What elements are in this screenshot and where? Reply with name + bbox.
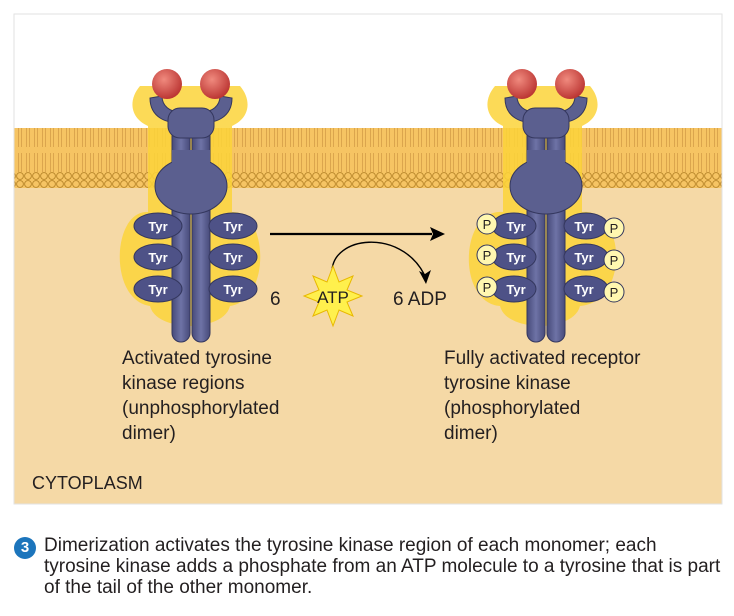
- svg-text:Tyr: Tyr: [574, 219, 593, 234]
- cytoplasm-label: CYTOPLASM: [32, 473, 143, 493]
- atp-label: ATP: [317, 288, 349, 307]
- diagram-frame: [13, 13, 723, 505]
- right-receptor-dimer: Tyr P Tyr P Tyr P Tyr P Tyr P: [468, 69, 625, 343]
- svg-text:(phosphorylated: (phosphorylated: [444, 398, 580, 419]
- svg-text:(unphosphorylated: (unphosphorylated: [122, 398, 279, 419]
- atp-to-adp-arrow-head: [419, 270, 431, 284]
- svg-text:Tyr: Tyr: [506, 219, 525, 234]
- phosphate-group: [476, 213, 498, 235]
- left-receptor-dimer: Tyr Tyr Tyr Tyr Tyr Tyr: [119, 69, 261, 343]
- svg-text:Tyr: Tyr: [148, 282, 167, 297]
- svg-text:P: P: [610, 221, 619, 236]
- svg-text:Activated tyrosine: Activated tyrosine: [122, 348, 272, 369]
- tyr-pod: Tyr: [133, 275, 183, 303]
- signal-molecule: [555, 69, 585, 99]
- plasma-membrane: [14, 128, 722, 188]
- svg-text:P: P: [483, 248, 492, 263]
- left-dimer-caption: Activated tyrosine kinase regions (unpho…: [122, 348, 279, 444]
- svg-text:Tyr: Tyr: [574, 250, 593, 265]
- phosphorylated-tyr-pod: Tyr P: [563, 275, 625, 303]
- svg-text:Tyr: Tyr: [223, 219, 242, 234]
- svg-text:Tyr: Tyr: [223, 282, 242, 297]
- svg-text:Tyr: Tyr: [223, 250, 242, 265]
- phosphorylated-tyr-pod: Tyr P: [563, 212, 625, 240]
- extracellular-space: [14, 14, 722, 132]
- svg-text:P: P: [610, 253, 619, 268]
- svg-text:P: P: [610, 285, 619, 300]
- reaction-arrow-head: [430, 227, 445, 241]
- phosphorylated-tyr-pod: Tyr P: [563, 243, 625, 271]
- right-dimer-caption: Fully activated receptor tyrosine kinase…: [444, 348, 641, 444]
- svg-text:tyrosine kinase: tyrosine kinase: [444, 373, 571, 394]
- step-number-badge: 3: [14, 537, 36, 559]
- phosphate-group: [603, 249, 625, 271]
- tyr-pod: Tyr: [208, 212, 258, 240]
- svg-text:Tyr: Tyr: [574, 282, 593, 297]
- svg-text:Tyr: Tyr: [148, 250, 167, 265]
- tyr-pod: Tyr: [208, 275, 258, 303]
- svg-text:Tyr: Tyr: [506, 282, 525, 297]
- phosphorylated-tyr-pod: Tyr P: [476, 243, 537, 271]
- svg-text:dimer): dimer): [444, 423, 498, 444]
- atp-burst: [302, 264, 364, 328]
- svg-text:kinase regions: kinase regions: [122, 373, 245, 394]
- atp-count: 6: [270, 289, 281, 310]
- tyr-pod: Tyr: [133, 212, 183, 240]
- signal-molecule: [200, 69, 230, 99]
- tyr-pod: Tyr: [208, 243, 258, 271]
- signal-molecule: [507, 69, 537, 99]
- svg-text:Fully activated receptor: Fully activated receptor: [444, 348, 641, 369]
- svg-text:P: P: [483, 217, 492, 232]
- phosphate-group: [603, 217, 625, 239]
- svg-text:Tyr: Tyr: [148, 219, 167, 234]
- phosphorylated-tyr-pod: Tyr P: [476, 275, 537, 303]
- step-description: Dimerization activates the tyrosine kina…: [44, 535, 721, 598]
- phosphorylated-tyr-pod: Tyr P: [476, 212, 537, 240]
- phosphate-group: [476, 276, 498, 298]
- tyr-pod: Tyr: [133, 243, 183, 271]
- signal-molecule: [152, 69, 182, 99]
- atp-to-adp-arrow: [331, 241, 425, 275]
- svg-text:Tyr: Tyr: [506, 250, 525, 265]
- adp-label: 6 ADP: [393, 289, 447, 310]
- phosphate-group: [476, 244, 498, 266]
- svg-text:P: P: [483, 280, 492, 295]
- svg-text:dimer): dimer): [122, 423, 176, 444]
- phosphate-group: [603, 281, 625, 303]
